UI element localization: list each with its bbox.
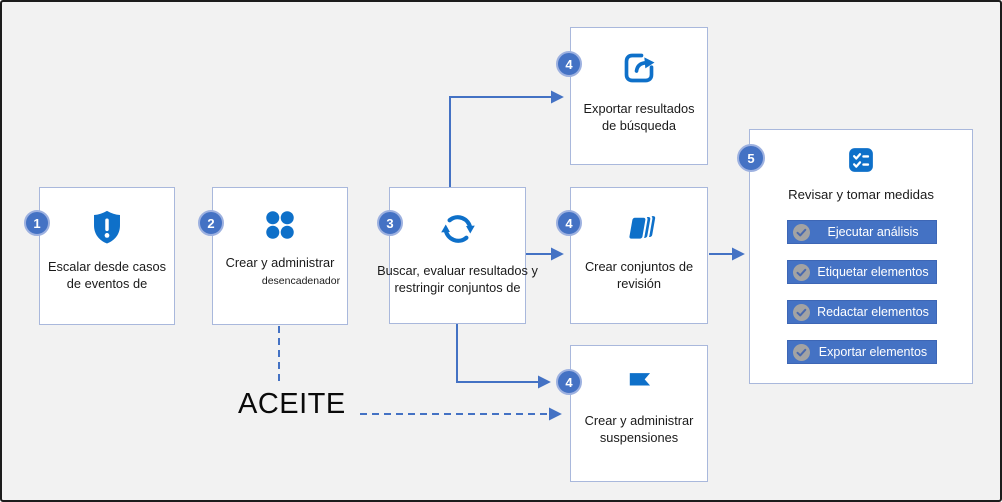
action-label: Ejecutar análisis <box>827 225 919 239</box>
step-label: Crear conjuntos de revisión <box>584 259 694 291</box>
check-circle-icon <box>793 264 810 281</box>
step-box-holds: Crear y administrar suspensiones <box>570 345 708 482</box>
apps-grid-icon <box>263 208 297 242</box>
export-share-icon <box>619 48 659 88</box>
step-box-search: Buscar, evaluar resultados y restringir … <box>377 187 538 324</box>
action-label: Etiquetar elementos <box>817 265 929 279</box>
step-number-4-reviewsets: 4 <box>556 210 582 236</box>
step-label: Exportar resultados de búsqueda <box>583 101 695 133</box>
step-label: Crear y administrar suspensiones <box>584 413 694 445</box>
review-sets-icon <box>620 208 658 246</box>
check-circle-icon <box>793 224 810 241</box>
step-number-3: 3 <box>377 210 403 236</box>
flag-icon <box>622 366 656 400</box>
step-number-1: 1 <box>24 210 50 236</box>
step-box-review-sets: Crear conjuntos de revisión <box>570 187 708 324</box>
tag-items-button[interactable]: Etiquetar elementos <box>787 260 937 284</box>
step-number-4-holds: 4 <box>556 369 582 395</box>
checklist-icon <box>846 145 876 175</box>
step-sublabel: desencadenador <box>261 274 341 287</box>
sync-icon <box>437 208 479 250</box>
step-label: Revisar y tomar medidas <box>788 187 934 202</box>
step-number-5: 5 <box>737 144 765 172</box>
redact-items-button[interactable]: Redactar elementos <box>787 300 937 324</box>
step-box-export-search: Exportar resultados de búsqueda <box>570 27 708 165</box>
connector-search-to-export <box>449 90 564 188</box>
aceite-label: ACEITE <box>238 388 346 420</box>
action-label: Exportar elementos <box>818 345 928 359</box>
run-analytics-button[interactable]: Ejecutar análisis <box>787 220 937 244</box>
action-label: Redactar elementos <box>817 305 929 319</box>
shield-exclamation-icon <box>88 208 126 246</box>
step-label: Buscar, evaluar resultados y restringir … <box>377 263 538 295</box>
export-items-button[interactable]: Exportar elementos <box>787 340 937 364</box>
check-circle-icon <box>793 304 810 321</box>
check-circle-icon <box>793 344 810 361</box>
step-label: Crear y administrar <box>225 255 335 270</box>
step-number-4-export: 4 <box>556 51 582 77</box>
connector-search-to-holds <box>456 323 551 389</box>
step-box-review-act: Revisar y tomar medidas Ejecutar análisi… <box>749 129 973 384</box>
step-box-escalate: Escalar desde casos de eventos de <box>39 187 175 325</box>
step-number-2: 2 <box>198 210 224 236</box>
step-box-manage-trigger: Crear y administrar desencadenador <box>212 187 348 325</box>
step-label: Escalar desde casos de eventos de <box>47 259 167 291</box>
